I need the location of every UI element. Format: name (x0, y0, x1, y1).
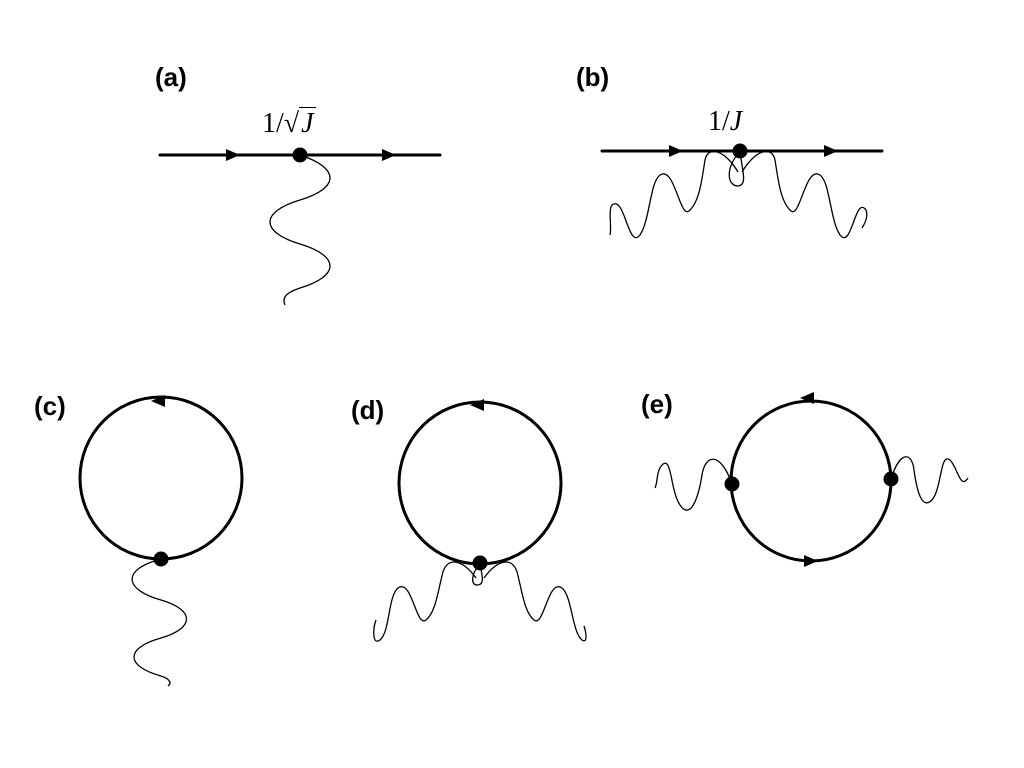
diagram-b (600, 143, 884, 239)
panel-label-d: (d) (351, 395, 385, 425)
photon-line-b-right (741, 150, 868, 239)
photon-line-e-left (654, 458, 733, 511)
diagram-c (78, 395, 244, 687)
panel-label-e: (e) (641, 389, 673, 419)
coupling-b-numerator: 1/ (708, 106, 730, 137)
diagram-d (373, 399, 587, 642)
arrow-b-right (824, 145, 838, 157)
vertex-e-left (724, 476, 740, 492)
diagram-a (158, 147, 442, 306)
photon-line-b-left (609, 150, 745, 239)
coupling-a-symbol: J (299, 107, 316, 139)
fermion-loop-e (729, 399, 893, 563)
arrow-a-left (226, 149, 240, 161)
arrow-a-right (382, 149, 396, 161)
photon-line-c (131, 558, 188, 687)
arrow-d-top (470, 399, 484, 411)
coupling-a-numerator: 1/ (262, 108, 284, 139)
panel-label-a: (a) (155, 62, 187, 92)
vertex-e-right (883, 471, 899, 487)
coupling-a-radical: √ (283, 108, 300, 139)
coupling-label-b: 1/J (708, 108, 742, 136)
vertex-b (732, 143, 748, 159)
photon-line-d-left (373, 561, 484, 642)
coupling-a-sqrt: √J (283, 107, 316, 139)
fermion-loop-d (397, 400, 563, 566)
arrow-e-bottom (804, 555, 818, 567)
photon-line-d-right (483, 561, 587, 642)
panel-label-c: (c) (34, 391, 66, 421)
diagram-e (654, 392, 969, 567)
arrow-b-left (669, 145, 683, 157)
photon-line-e-right (890, 456, 969, 504)
arrow-e-top (800, 392, 814, 404)
vertex-a (292, 147, 308, 163)
fermion-loop-c (78, 395, 244, 561)
coupling-b-symbol: J (729, 106, 743, 137)
vertex-d (472, 555, 488, 571)
vertex-c (153, 551, 169, 567)
arrow-c-top (151, 395, 165, 407)
coupling-label-a: 1/√J (262, 107, 316, 139)
panel-label-b: (b) (576, 62, 610, 92)
photon-line-a (269, 154, 331, 306)
